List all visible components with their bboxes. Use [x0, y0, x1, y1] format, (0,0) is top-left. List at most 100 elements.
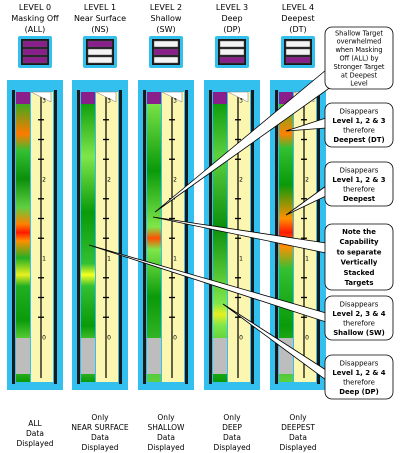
callout-text-line: Stronger Target [334, 63, 385, 71]
level-icon-bar [153, 56, 179, 64]
callout-text-line: Level 1, 2 & 4 [332, 369, 385, 377]
level-scale-label: 1 [107, 256, 111, 263]
level-scale-label: 0 [42, 335, 46, 342]
level-bottom-band [81, 338, 95, 374]
callout-text-line: to separate [337, 248, 382, 256]
callout-text-line: Shallow (SW) [333, 329, 385, 337]
level-title-line: LEVEL 3 [216, 3, 248, 12]
callout-box [324, 223, 394, 291]
level-rail-right [317, 90, 320, 384]
level-caption-line: SHALLOW [148, 423, 186, 432]
callout-text-line: Level 1, 2 & 3 [332, 176, 385, 184]
level-caption-line: Displayed [16, 439, 53, 448]
level-title-line: LEVEL 1 [84, 3, 116, 12]
level-scale-label: 1 [305, 256, 309, 263]
level-marker [161, 91, 183, 103]
callout-text-line: Vertically [341, 259, 378, 267]
level-rail-right [185, 90, 188, 384]
level-caption-line: NEAR SURFACE [71, 423, 128, 432]
level-title-line: Masking Off [11, 14, 59, 23]
callout-text-line: Shallow Target [335, 29, 383, 37]
callout-text-line: therefore [343, 126, 375, 134]
callout-text-line: Note the [342, 228, 376, 236]
callout-text-line: Capability [339, 238, 379, 246]
level-caption-line: Displayed [81, 443, 118, 452]
callout-text-line: Disappears [340, 359, 379, 367]
level-icon-bar [22, 48, 48, 56]
level-scale-label: 2 [107, 177, 111, 184]
level-caption-line: Displayed [213, 443, 250, 452]
level-scale-label: 0 [305, 335, 309, 342]
level-signal-strip [213, 100, 227, 382]
level-scale-label: 3 [173, 98, 177, 105]
level-top-band [213, 92, 227, 104]
level-title-line: Shallow [151, 14, 182, 23]
level-title-line: (NS) [91, 25, 108, 34]
level-scale-label: 3 [42, 98, 46, 105]
level-top-band [16, 92, 30, 104]
level-scale-label: 0 [239, 335, 243, 342]
level-scale-label: 1 [42, 256, 46, 263]
level-column-4: LEVEL 4Deepest(DT)3210OnlyDEEPESTDataDis… [270, 3, 326, 452]
level-caption-line: DEEP [222, 423, 242, 432]
level-icon-bar [219, 40, 245, 48]
level-signal-strip [16, 100, 30, 382]
callout-text-line: Disappears [340, 166, 379, 174]
level-column-2: LEVEL 2Shallow(SW)3210OnlySHALLOWDataDis… [138, 3, 194, 452]
level-title-line: Deepest [281, 14, 314, 23]
level-top-band [81, 92, 95, 104]
level-scale-area [162, 92, 184, 382]
level-icon-bar [285, 48, 311, 56]
level-caption-line: Displayed [147, 443, 184, 452]
level-caption-line: Only [157, 413, 175, 422]
level-icon-bar [153, 40, 179, 48]
callout-text-line: when Masking [335, 46, 382, 54]
callout-box [324, 161, 394, 207]
level-bottom-band [16, 338, 30, 374]
level-caption-line: Only [289, 413, 307, 422]
level-title-line: (SW) [156, 25, 175, 34]
level-marker [227, 91, 249, 103]
level-rail-left [143, 90, 146, 384]
level-icon-bar [219, 48, 245, 56]
callout-text-line: Disappears [340, 300, 379, 308]
level-scale-label: 2 [305, 177, 309, 184]
level-caption-line: Only [223, 413, 241, 422]
callout-text-line: Level 1, 2 & 3 [332, 117, 385, 125]
callout-box [324, 26, 394, 90]
level-title-line: (DP) [223, 25, 240, 34]
level-caption-line: Displayed [279, 443, 316, 452]
level-marker [30, 91, 52, 103]
level-rail-left [77, 90, 80, 384]
level-scale-area [96, 92, 118, 382]
level-title-line: Near Surface [74, 14, 126, 23]
level-icon-bar [87, 40, 113, 48]
level-icon-bar [219, 56, 245, 64]
callout-text-line: Deepest (DT) [333, 136, 384, 144]
callout-text-line: Off (ALL) by [339, 55, 378, 63]
level-caption-line: Data [223, 433, 241, 442]
level-title-line: Deep [221, 14, 242, 23]
level-signal-strip [147, 100, 161, 382]
level-caption-line: Data [91, 433, 109, 442]
callout-box [324, 102, 394, 148]
callout-text-line: Disappears [340, 107, 379, 115]
level-signal-strip [81, 100, 95, 382]
level-icon-bar [285, 56, 311, 64]
level-title-line: (ALL) [25, 25, 46, 34]
level-caption-line: ALL [28, 419, 42, 428]
level-bottom-band [147, 338, 161, 374]
level-rail-right [119, 90, 122, 384]
level-scale-label: 3 [239, 98, 243, 105]
level-scale-label: 2 [42, 177, 46, 184]
level-caption-line: Data [289, 433, 307, 442]
level-scale-label: 2 [239, 177, 243, 184]
level-caption-line: Data [157, 433, 175, 442]
callout-text-line: at Deepest [341, 71, 378, 79]
callout-text-line: overwhelmed [337, 38, 382, 46]
